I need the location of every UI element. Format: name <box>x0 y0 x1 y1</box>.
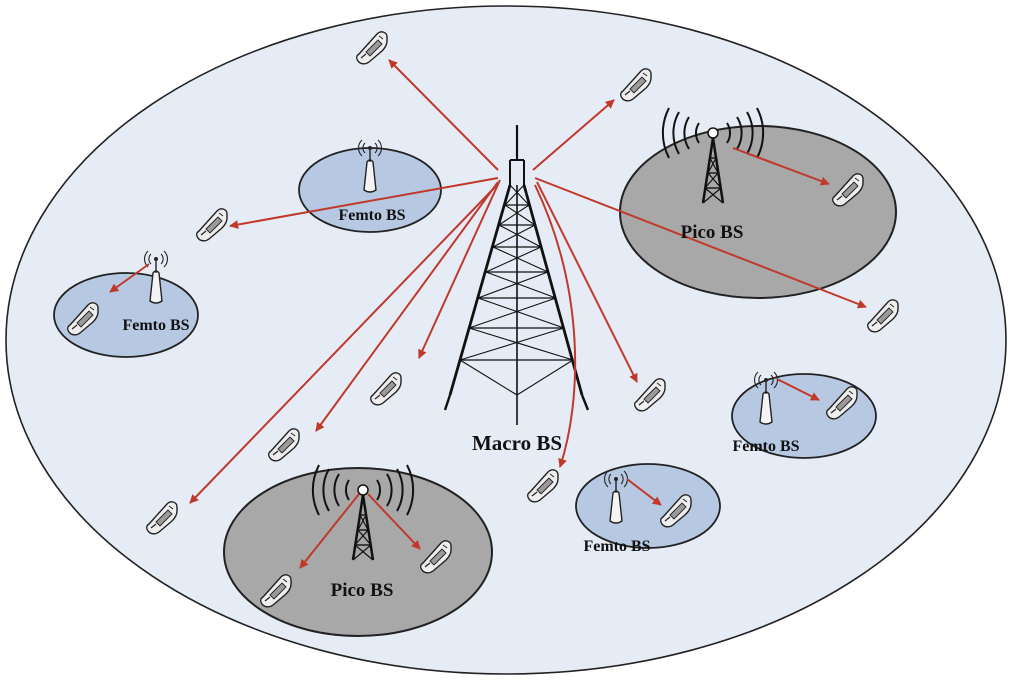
femto-cell-area <box>53 272 199 358</box>
femto-bs-label: Femto BS <box>732 438 799 455</box>
macro-tower-icon <box>443 125 590 425</box>
femto-bs-label: Femto BS <box>338 207 405 224</box>
link-arrow <box>109 263 150 293</box>
link-arrow <box>418 179 501 359</box>
femto-bs-label: Femto BS <box>122 317 189 334</box>
pico-cell-area <box>223 467 493 637</box>
link-arrow <box>299 493 360 569</box>
pico-cell-area <box>619 125 897 299</box>
femto-bs-label: Femto BS <box>583 538 650 555</box>
link-arrow <box>534 177 867 309</box>
pico-bs-label: Pico BS <box>681 222 744 243</box>
link-arrow <box>776 378 820 401</box>
link-arrow <box>626 478 662 506</box>
link-arrow <box>367 493 421 550</box>
link-arrow <box>536 181 638 383</box>
link-arrows <box>109 59 867 569</box>
link-arrow <box>732 147 830 186</box>
link-arrow <box>534 184 577 468</box>
link-arrow <box>532 99 615 171</box>
link-arrow <box>189 184 498 504</box>
link-arrow <box>229 177 499 230</box>
pico-bs-label: Pico BS <box>331 580 394 601</box>
link-arrow <box>388 59 499 171</box>
femto-cell-area <box>575 463 721 549</box>
link-arrow <box>315 181 499 432</box>
macro-bs-label: Macro BS <box>472 431 562 455</box>
